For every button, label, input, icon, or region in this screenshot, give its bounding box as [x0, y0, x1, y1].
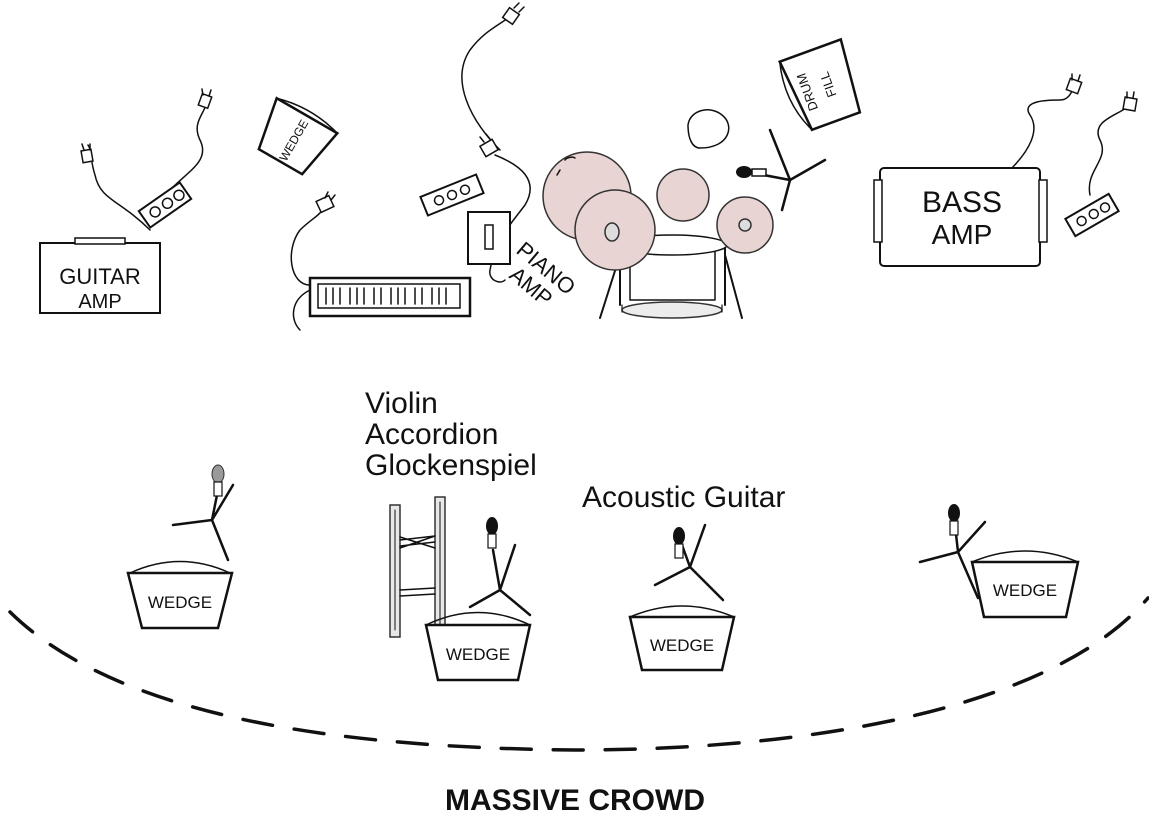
guitar-amp-label: AMP — [78, 291, 121, 313]
wedge-label: WEDGE — [446, 645, 510, 664]
acoustic-guitar-label: Acoustic Guitar — [582, 481, 785, 514]
bass-amp: BASS AMP — [873, 167, 1048, 267]
front-wedge: WEDGE — [126, 560, 234, 630]
bass-power-cable — [1009, 73, 1138, 196]
front-wedge: WEDGE — [628, 605, 736, 672]
center-power-cable — [461, 2, 531, 283]
instruments-label: Violin — [365, 387, 438, 420]
instruments-label: Glockenspiel — [365, 449, 537, 482]
front-wedge: WEDGE — [970, 550, 1080, 619]
guitar-amp-label: GUITAR — [59, 264, 140, 289]
guitar-amp: GUITAR AMP — [39, 237, 161, 314]
microphone-stand — [171, 464, 235, 562]
wedge-label: WEDGE — [650, 636, 714, 655]
front-wedge: WEDGE — [424, 611, 532, 682]
microphone-stand — [918, 504, 987, 600]
crowd-label: MASSIVE CROWD — [445, 784, 705, 817]
keyboard — [308, 276, 472, 318]
bass-power-strip — [1063, 192, 1121, 238]
drum-fill-wedge: DRUM FILL — [778, 37, 862, 132]
upper-wedge: WEDGE — [257, 96, 340, 176]
guitar-power-strip — [137, 181, 193, 229]
drum-microphone-stand — [736, 128, 827, 212]
bass-amp-label: AMP — [932, 219, 993, 250]
keyboard-cable — [290, 191, 336, 331]
microphone-stand — [468, 517, 532, 617]
guitar-power-cable — [80, 88, 213, 231]
stage-edge-line — [8, 596, 1149, 752]
glockenspiel — [389, 496, 446, 638]
drum-kit — [542, 109, 774, 319]
wedge-label: WEDGE — [993, 581, 1057, 600]
instruments-label: Accordion — [365, 418, 498, 451]
wedge-label: WEDGE — [148, 593, 212, 612]
bass-amp-label: BASS — [922, 186, 1002, 219]
microphone-stand — [653, 523, 725, 602]
center-power-strip — [419, 173, 485, 217]
